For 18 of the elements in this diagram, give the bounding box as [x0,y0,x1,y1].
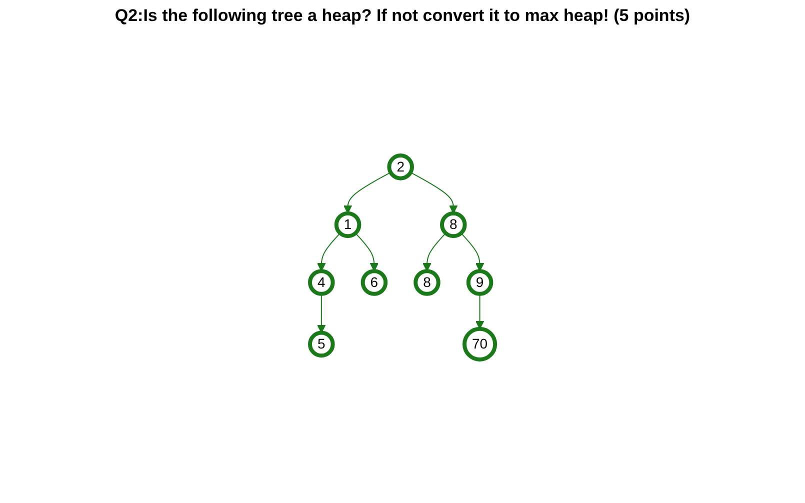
arrow [316,232,341,272]
arrow [410,172,458,214]
node-circle: 70 [462,326,498,362]
node-circle: 8 [440,211,467,238]
arrow [460,232,484,272]
node-circle: 4 [308,269,335,296]
arrow [422,232,446,272]
arrow [343,172,392,214]
question-title: Q2:Is the following tree a heap? If not convert it to max heap! (5 points) [114,6,692,26]
node-circle: 1 [334,211,362,238]
node-circle: 6 [360,269,388,296]
arrow [316,293,326,334]
node-circle: 5 [308,330,335,358]
arrow [354,232,379,272]
node-circle: 2 [387,154,414,180]
arrow [475,293,484,330]
node-circle: 8 [414,269,440,296]
node-circle: 9 [466,269,494,296]
